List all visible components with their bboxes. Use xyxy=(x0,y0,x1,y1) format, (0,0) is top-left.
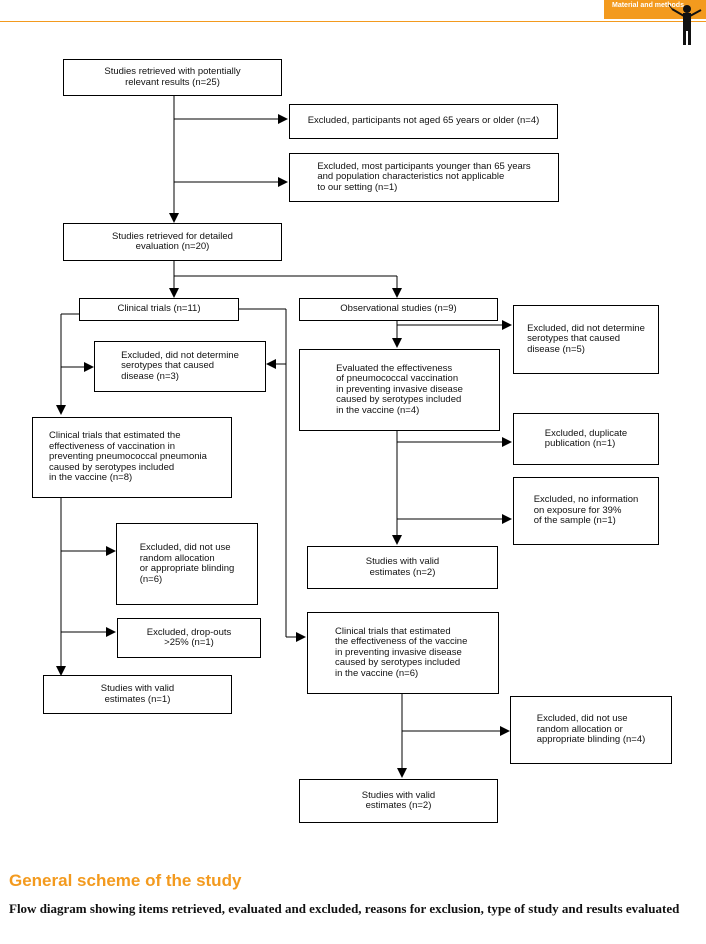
box-excluded-random-allocation-2: Excluded, did not use random allocation … xyxy=(510,696,672,764)
box-excluded-no-info: Excluded, no information on exposure for… xyxy=(513,477,659,545)
box-excluded-dropouts: Excluded, drop-outs >25% (n=1) xyxy=(117,618,261,658)
box-clinical-estimated-invasive: Clinical trials that estimated the effec… xyxy=(307,612,499,694)
box-detailed-evaluation: Studies retrieved for detailed evaluatio… xyxy=(63,223,282,261)
box-clinical-trials: Clinical trials (n=11) xyxy=(79,298,239,321)
header-rule xyxy=(0,21,706,22)
box-excluded-random-allocation-1: Excluded, did not use random allocation … xyxy=(116,523,258,605)
box-valid-estimates-obs: Studies with valid estimates (n=2) xyxy=(307,546,498,589)
box-retrieved: Studies retrieved with potentially relev… xyxy=(63,59,282,96)
figure-caption: Flow diagram showing items retrieved, ev… xyxy=(9,901,680,916)
box-valid-estimates-clin: Studies with valid estimates (n=1) xyxy=(43,675,232,714)
box-excluded-younger: Excluded, most participants younger than… xyxy=(289,153,559,202)
flow-connectors xyxy=(56,95,512,778)
box-valid-estimates-final: Studies with valid estimates (n=2) xyxy=(299,779,498,823)
figure-title: General scheme of the study xyxy=(9,871,242,890)
box-observational-studies: Observational studies (n=9) xyxy=(299,298,498,321)
box-clinical-estimated-pneumonia: Clinical trials that estimated the effec… xyxy=(32,417,232,498)
presenter-icon xyxy=(668,4,702,45)
box-excluded-serotypes-clin: Excluded, did not determine serotypes th… xyxy=(94,341,266,392)
box-excluded-serotypes-obs: Excluded, did not determine serotypes th… xyxy=(513,305,659,374)
box-excluded-age: Excluded, participants not aged 65 years… xyxy=(289,104,558,139)
box-excluded-duplicate: Excluded, duplicate publication (n=1) xyxy=(513,413,659,465)
box-evaluated-effectiveness: Evaluated the effectiveness of pneumococ… xyxy=(299,349,500,431)
